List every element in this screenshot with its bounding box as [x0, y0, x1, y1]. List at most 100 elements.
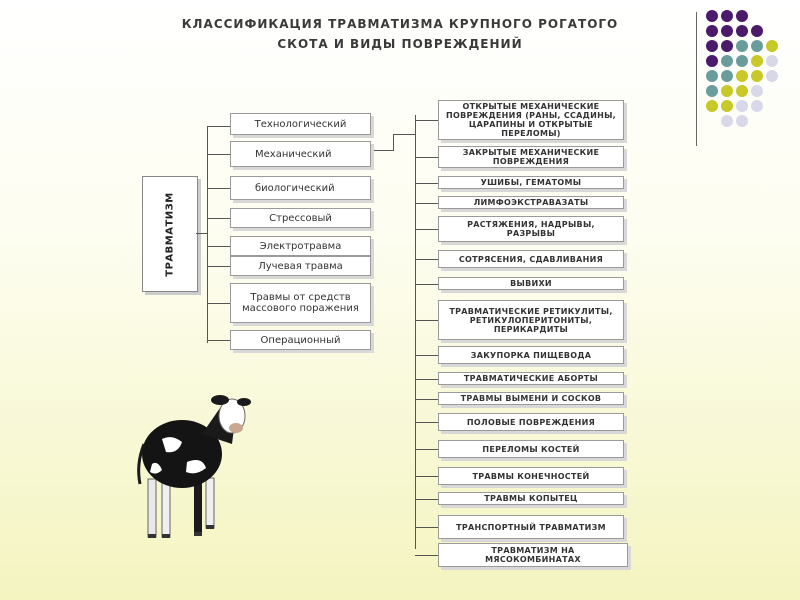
connector-right-stub — [415, 422, 438, 423]
left-item-biological: биологический — [230, 176, 371, 200]
decor-dot — [706, 40, 718, 52]
connector-left-stub — [207, 303, 230, 304]
decor-dot — [721, 70, 733, 82]
damage-type-12: ПОЛОВЫЕ ПОВРЕЖДЕНИЯ — [438, 413, 624, 431]
connector-right-stub — [415, 259, 438, 260]
damage-type-label: УШИБЫ, ГЕМАТОМЫ — [480, 178, 582, 187]
decor-dot — [736, 55, 748, 67]
connector-right-stub — [415, 499, 438, 500]
connector-right-stub — [415, 379, 438, 380]
damage-type-1: ОТКРЫТЫЕ МЕХАНИЧЕСКИЕ ПОВРЕЖДЕНИЯ (РАНЫ,… — [438, 100, 624, 140]
trauma-label: ТРАВМАТИЗМ — [164, 191, 176, 277]
decor-dot — [706, 10, 718, 22]
connector-right-stub — [415, 555, 438, 556]
left-item-label: Электротравма — [259, 240, 342, 252]
decor-dot — [721, 40, 733, 52]
decor-dot — [751, 85, 763, 97]
damage-type-label: ТРАВМАТИЧЕСКИЕ РЕТИКУЛИТЫ, РЕТИКУЛОПЕРИТ… — [449, 306, 613, 334]
decor-dot — [751, 40, 763, 52]
damage-type-label: ТРАВМЫ ВЫМЕНИ И СОСКОВ — [460, 394, 602, 403]
damage-type-label: ПЕРЕЛОМЫ КОСТЕЙ — [482, 444, 580, 454]
damage-type-14: ТРАВМЫ КОНЕЧНОСТЕЙ — [438, 467, 624, 485]
decor-dot — [706, 85, 718, 97]
decor-dot — [706, 25, 718, 37]
damage-type-3: УШИБЫ, ГЕМАТОМЫ — [438, 176, 624, 189]
connector-right-stub — [415, 449, 438, 450]
title-line-1: КЛАССИФИКАЦИЯ ТРАВМАТИЗМА КРУПНОГО РОГАТ… — [181, 17, 619, 31]
damage-type-13: ПЕРЕЛОМЫ КОСТЕЙ — [438, 440, 624, 458]
decor-dot — [721, 10, 733, 22]
connector-right-stub — [415, 355, 438, 356]
connector-left-stub — [207, 126, 230, 127]
damage-type-label: ТРАВМЫ КОПЫТЕЦ — [484, 494, 578, 503]
decor-dot — [736, 40, 748, 52]
damage-type-label: ТРАВМАТИЗМ НА МЯСОКОМБИНАТАХ — [485, 546, 581, 564]
left-item-label: Травмы от средств массового поражения — [242, 292, 359, 314]
left-item-mass-destruction: Травмы от средств массового поражения — [230, 283, 371, 323]
connector-right-stub — [415, 157, 438, 158]
decor-dot — [721, 115, 733, 127]
decor-dot — [721, 55, 733, 67]
connector-right-stub — [415, 320, 438, 321]
left-item-label: Технологический — [254, 118, 347, 130]
connector-right-stub — [415, 399, 438, 400]
cow-body — [137, 395, 251, 538]
damage-type-5: РАСТЯЖЕНИЯ, НАДРЫВЫ, РАЗРЫВЫ — [438, 216, 624, 242]
cow-illustration — [137, 395, 251, 538]
decor-dot — [736, 100, 748, 112]
damage-type-9: ЗАКУПОРКА ПИЩЕВОДА — [438, 346, 624, 364]
left-item-technological: Технологический — [230, 113, 371, 135]
damage-type-label: ВЫВИХИ — [510, 279, 552, 288]
divider-vertical — [696, 12, 697, 146]
damage-type-label: ТРАВМЫ КОНЕЧНОСТЕЙ — [472, 471, 590, 481]
decor-dot — [751, 100, 763, 112]
damage-type-10: ТРАВМАТИЧЕСКИЕ АБОРТЫ — [438, 372, 624, 385]
decor-dot — [736, 70, 748, 82]
decor-dot — [736, 85, 748, 97]
title-line-2: СКОТА И ВИДЫ ПОВРЕЖДЕНИЙ — [277, 37, 523, 51]
damage-type-16: ТРАНСПОРТНЫЙ ТРАВМАТИЗМ — [438, 515, 624, 539]
decor-dot — [706, 55, 718, 67]
connector-right-stub — [415, 203, 438, 204]
decor-dot — [706, 100, 718, 112]
decor-dot — [766, 70, 778, 82]
decor-dot — [736, 25, 748, 37]
damage-type-label: ЗАКУПОРКА ПИЩЕВОДА — [470, 350, 592, 360]
damage-type-7: ВЫВИХИ — [438, 277, 624, 290]
damage-type-label: РАСТЯЖЕНИЯ, НАДРЫВЫ, РАЗРЫВЫ — [467, 220, 595, 238]
decor-dot — [721, 100, 733, 112]
damage-type-6: СОТРЯСЕНИЯ, СДАВЛИВАНИЯ — [438, 250, 624, 268]
connector-right-stub — [415, 476, 438, 477]
decor-dot — [766, 55, 778, 67]
connector-right-vertical — [415, 115, 416, 549]
left-item-label: биологический — [255, 182, 335, 194]
damage-type-label: ЗАКРЫТЫЕ МЕХАНИЧЕСКИЕ ПОВРЕЖДЕНИЯ — [462, 148, 600, 166]
left-item-label: Операционный — [260, 334, 341, 346]
damage-type-4: ЛИМФОЭКСТРАВАЗАТЫ — [438, 196, 624, 209]
damage-type-label: ПОЛОВЫЕ ПОВРЕЖДЕНИЯ — [466, 417, 596, 427]
damage-type-label: СОТРЯСЕНИЯ, СДАВЛИВАНИЯ — [458, 254, 604, 264]
decor-dot — [766, 40, 778, 52]
damage-type-8: ТРАВМАТИЧЕСКИЕ РЕТИКУЛИТЫ, РЕТИКУЛОПЕРИТ… — [438, 300, 624, 340]
connector-right-stub — [415, 229, 438, 230]
connector-left-stub — [207, 266, 230, 267]
connector-left-stub — [207, 188, 230, 189]
left-item-operational: Операционный — [230, 330, 371, 350]
left-item-stress: Стрессовый — [230, 208, 371, 228]
damage-type-label: ОТКРЫТЫЕ МЕХАНИЧЕСКИЕ ПОВРЕЖДЕНИЯ (РАНЫ,… — [445, 102, 617, 138]
decor-dot — [751, 25, 763, 37]
connector-right-stub — [415, 120, 438, 121]
trauma-node: ТРАВМАТИЗМ — [142, 176, 198, 292]
damage-type-label: ТРАНСПОРТНЫЙ ТРАВМАТИЗМ — [456, 522, 606, 532]
connector-right-stub — [415, 183, 438, 184]
left-item-radiation: Лучевая травма — [230, 256, 371, 276]
damage-type-2: ЗАКРЫТЫЕ МЕХАНИЧЕСКИЕ ПОВРЕЖДЕНИЯ — [438, 146, 624, 168]
damage-type-11: ТРАВМЫ ВЫМЕНИ И СОСКОВ — [438, 392, 624, 405]
left-item-electrotrauma: Электротравма — [230, 236, 371, 256]
connector-right-stub — [415, 284, 438, 285]
connector-left-stub — [207, 340, 230, 341]
decor-dot — [721, 25, 733, 37]
connector-left-vertical — [207, 126, 208, 343]
connector-left-stub — [207, 218, 230, 219]
decor-dot — [736, 115, 748, 127]
